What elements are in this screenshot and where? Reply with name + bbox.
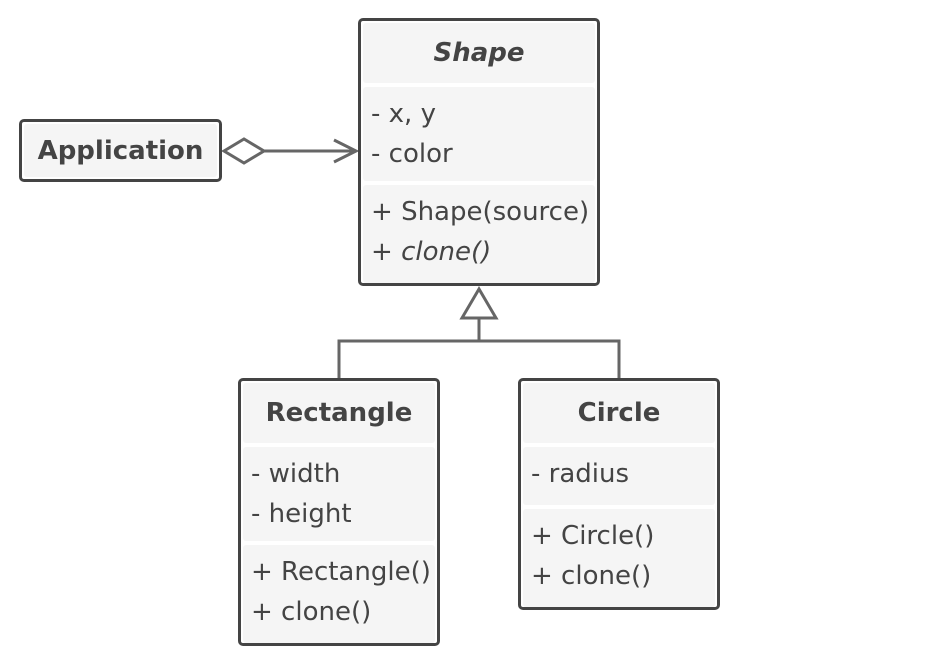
application-box: Application (19, 119, 222, 182)
rectangle-field: - height (251, 499, 352, 529)
circle-title-section: Circle (523, 383, 715, 443)
shape-class-name: Shape (433, 38, 525, 68)
application-label: Application (37, 135, 204, 166)
rectangle-method: + clone() (251, 597, 372, 627)
rectangle-title-section: Rectangle (243, 383, 435, 443)
rectangle-methods-section: + Rectangle() + clone() (243, 545, 435, 643)
rectangle-fields-section: - width - height (243, 447, 435, 541)
circle-field: - radius (531, 459, 630, 489)
shape-method: + clone() (371, 232, 595, 272)
shape-method: + Shape(source) (371, 192, 595, 232)
circle-methods-section: + Circle() + clone() (523, 509, 715, 607)
inheritance-connector (337, 286, 621, 380)
shape-method-prefix: + (371, 197, 402, 227)
circle-method: + Circle() (531, 521, 655, 551)
shape-methods-section: + Shape(source) + clone() (363, 185, 595, 283)
shape-field: - color (371, 139, 453, 169)
shape-method-prefix: + (371, 237, 402, 267)
shape-method-name: clone() (401, 237, 492, 267)
inheritance-triangle (459, 286, 499, 320)
rectangle-field: - width (251, 459, 341, 489)
circle-class-box: Circle - radius + Circle() + clone() (518, 378, 720, 610)
circle-method: + clone() (531, 561, 652, 591)
shape-fields-section: - x, y - color (363, 87, 595, 181)
shape-field: - x, y (371, 99, 436, 129)
circle-fields-section: - radius (523, 447, 715, 505)
aggregation-connector (221, 137, 360, 165)
aggregation-diamond (221, 137, 267, 165)
aggregation-arrowhead (333, 138, 360, 164)
rectangle-method: + Rectangle() (251, 557, 431, 587)
shape-method-name: Shape(source) (401, 197, 590, 227)
shape-title-section: Shape (363, 23, 595, 83)
rectangle-class-name: Rectangle (265, 398, 413, 428)
shape-class-box: Shape - x, y - color + Shape(source) + c… (358, 18, 600, 286)
rectangle-class-box: Rectangle - width - height + Rectangle()… (238, 378, 440, 646)
circle-class-name: Circle (577, 398, 661, 428)
inheritance-branch (337, 339, 621, 380)
application-title-section: Application (24, 124, 217, 177)
